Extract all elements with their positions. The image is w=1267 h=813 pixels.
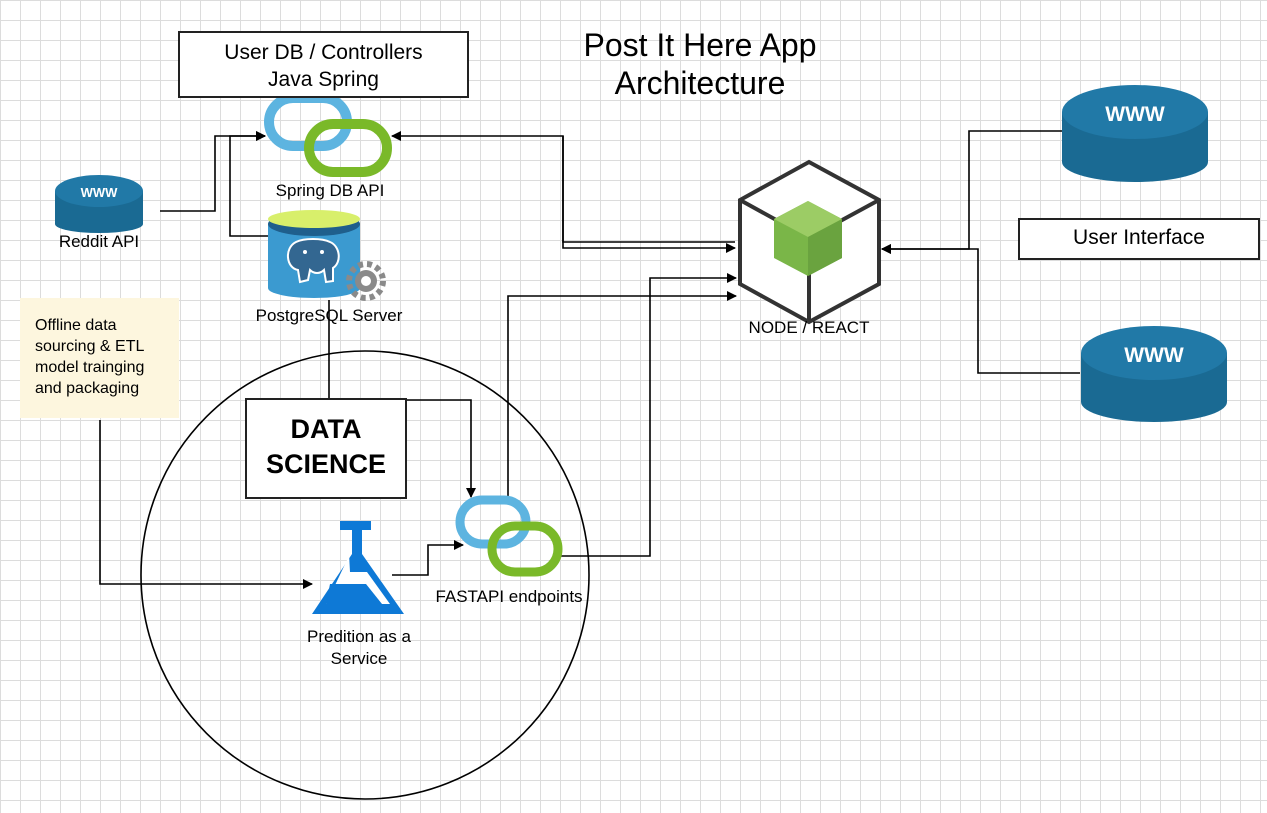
www-bottom-icon: WWW	[1081, 326, 1227, 422]
user-interface-box: User Interface	[1018, 218, 1260, 260]
user-interface-label: User Interface	[1073, 226, 1205, 249]
www-top-icon: WWW	[1062, 85, 1208, 182]
fastapi-to-node-connector-a	[507, 291, 737, 497]
spring-db-api-label: Spring DB API	[275, 181, 385, 200]
user-db-box-line-1: User DB / Controllers	[224, 41, 423, 64]
data-science-boundary	[140, 350, 590, 800]
fastapi-to-node-connector-b	[561, 273, 737, 557]
gear-icon	[346, 261, 386, 301]
prediction-to-fastapi-connector	[392, 540, 464, 576]
user-db-box-line-2: Java Spring	[268, 68, 379, 91]
title-line-2: Architecture	[614, 65, 786, 101]
title-line-1: Post It Here App	[583, 27, 817, 63]
offline-note-text: Offline data sourcing & ETL model traing…	[35, 317, 145, 397]
datascience-to-fastapi-connector	[407, 399, 476, 498]
reddit-api-label: Reddit API	[58, 232, 140, 251]
www-bottom-text: WWW	[1124, 344, 1184, 367]
node-react-cube-icon	[738, 159, 881, 325]
prediction-line-2: Service	[330, 649, 388, 668]
spring-to-node-connector	[562, 136, 736, 253]
connector-lines	[99, 130, 1080, 589]
data-science-line-2: SCIENCE	[265, 449, 387, 479]
reddit-www-text: WWW	[81, 185, 119, 200]
flask-icon	[312, 521, 404, 614]
offline-etl-note: Offline data sourcing & ETL model traing…	[20, 298, 179, 418]
fastapi-link-icon	[455, 495, 563, 577]
postgresql-icon	[268, 210, 360, 298]
user-db-controllers-box: User DB / Controllers Java Spring	[178, 31, 469, 98]
fastapi-label: FASTAPI endpoints	[435, 587, 583, 606]
www-top-text: WWW	[1105, 103, 1165, 126]
diagram-title: Post It Here App Architecture	[560, 26, 840, 102]
data-science-line-1: DATA	[290, 414, 362, 444]
postgres-to-spring-connector	[229, 131, 268, 237]
reddit-www-icon: WWW	[55, 175, 143, 233]
prediction-line-1: Predition as a	[307, 627, 411, 646]
data-science-box: DATA SCIENCE	[245, 398, 407, 499]
node-react-label: NODE / REACT	[748, 318, 870, 337]
offline-to-prediction-connector	[99, 420, 313, 589]
postgresql-label: PostgreSQL Server	[255, 306, 403, 325]
www-bottom-to-node-connector	[881, 244, 1080, 374]
spring-db-api-link-icon	[264, 93, 392, 177]
prediction-label: Predition as a Service	[284, 626, 434, 670]
